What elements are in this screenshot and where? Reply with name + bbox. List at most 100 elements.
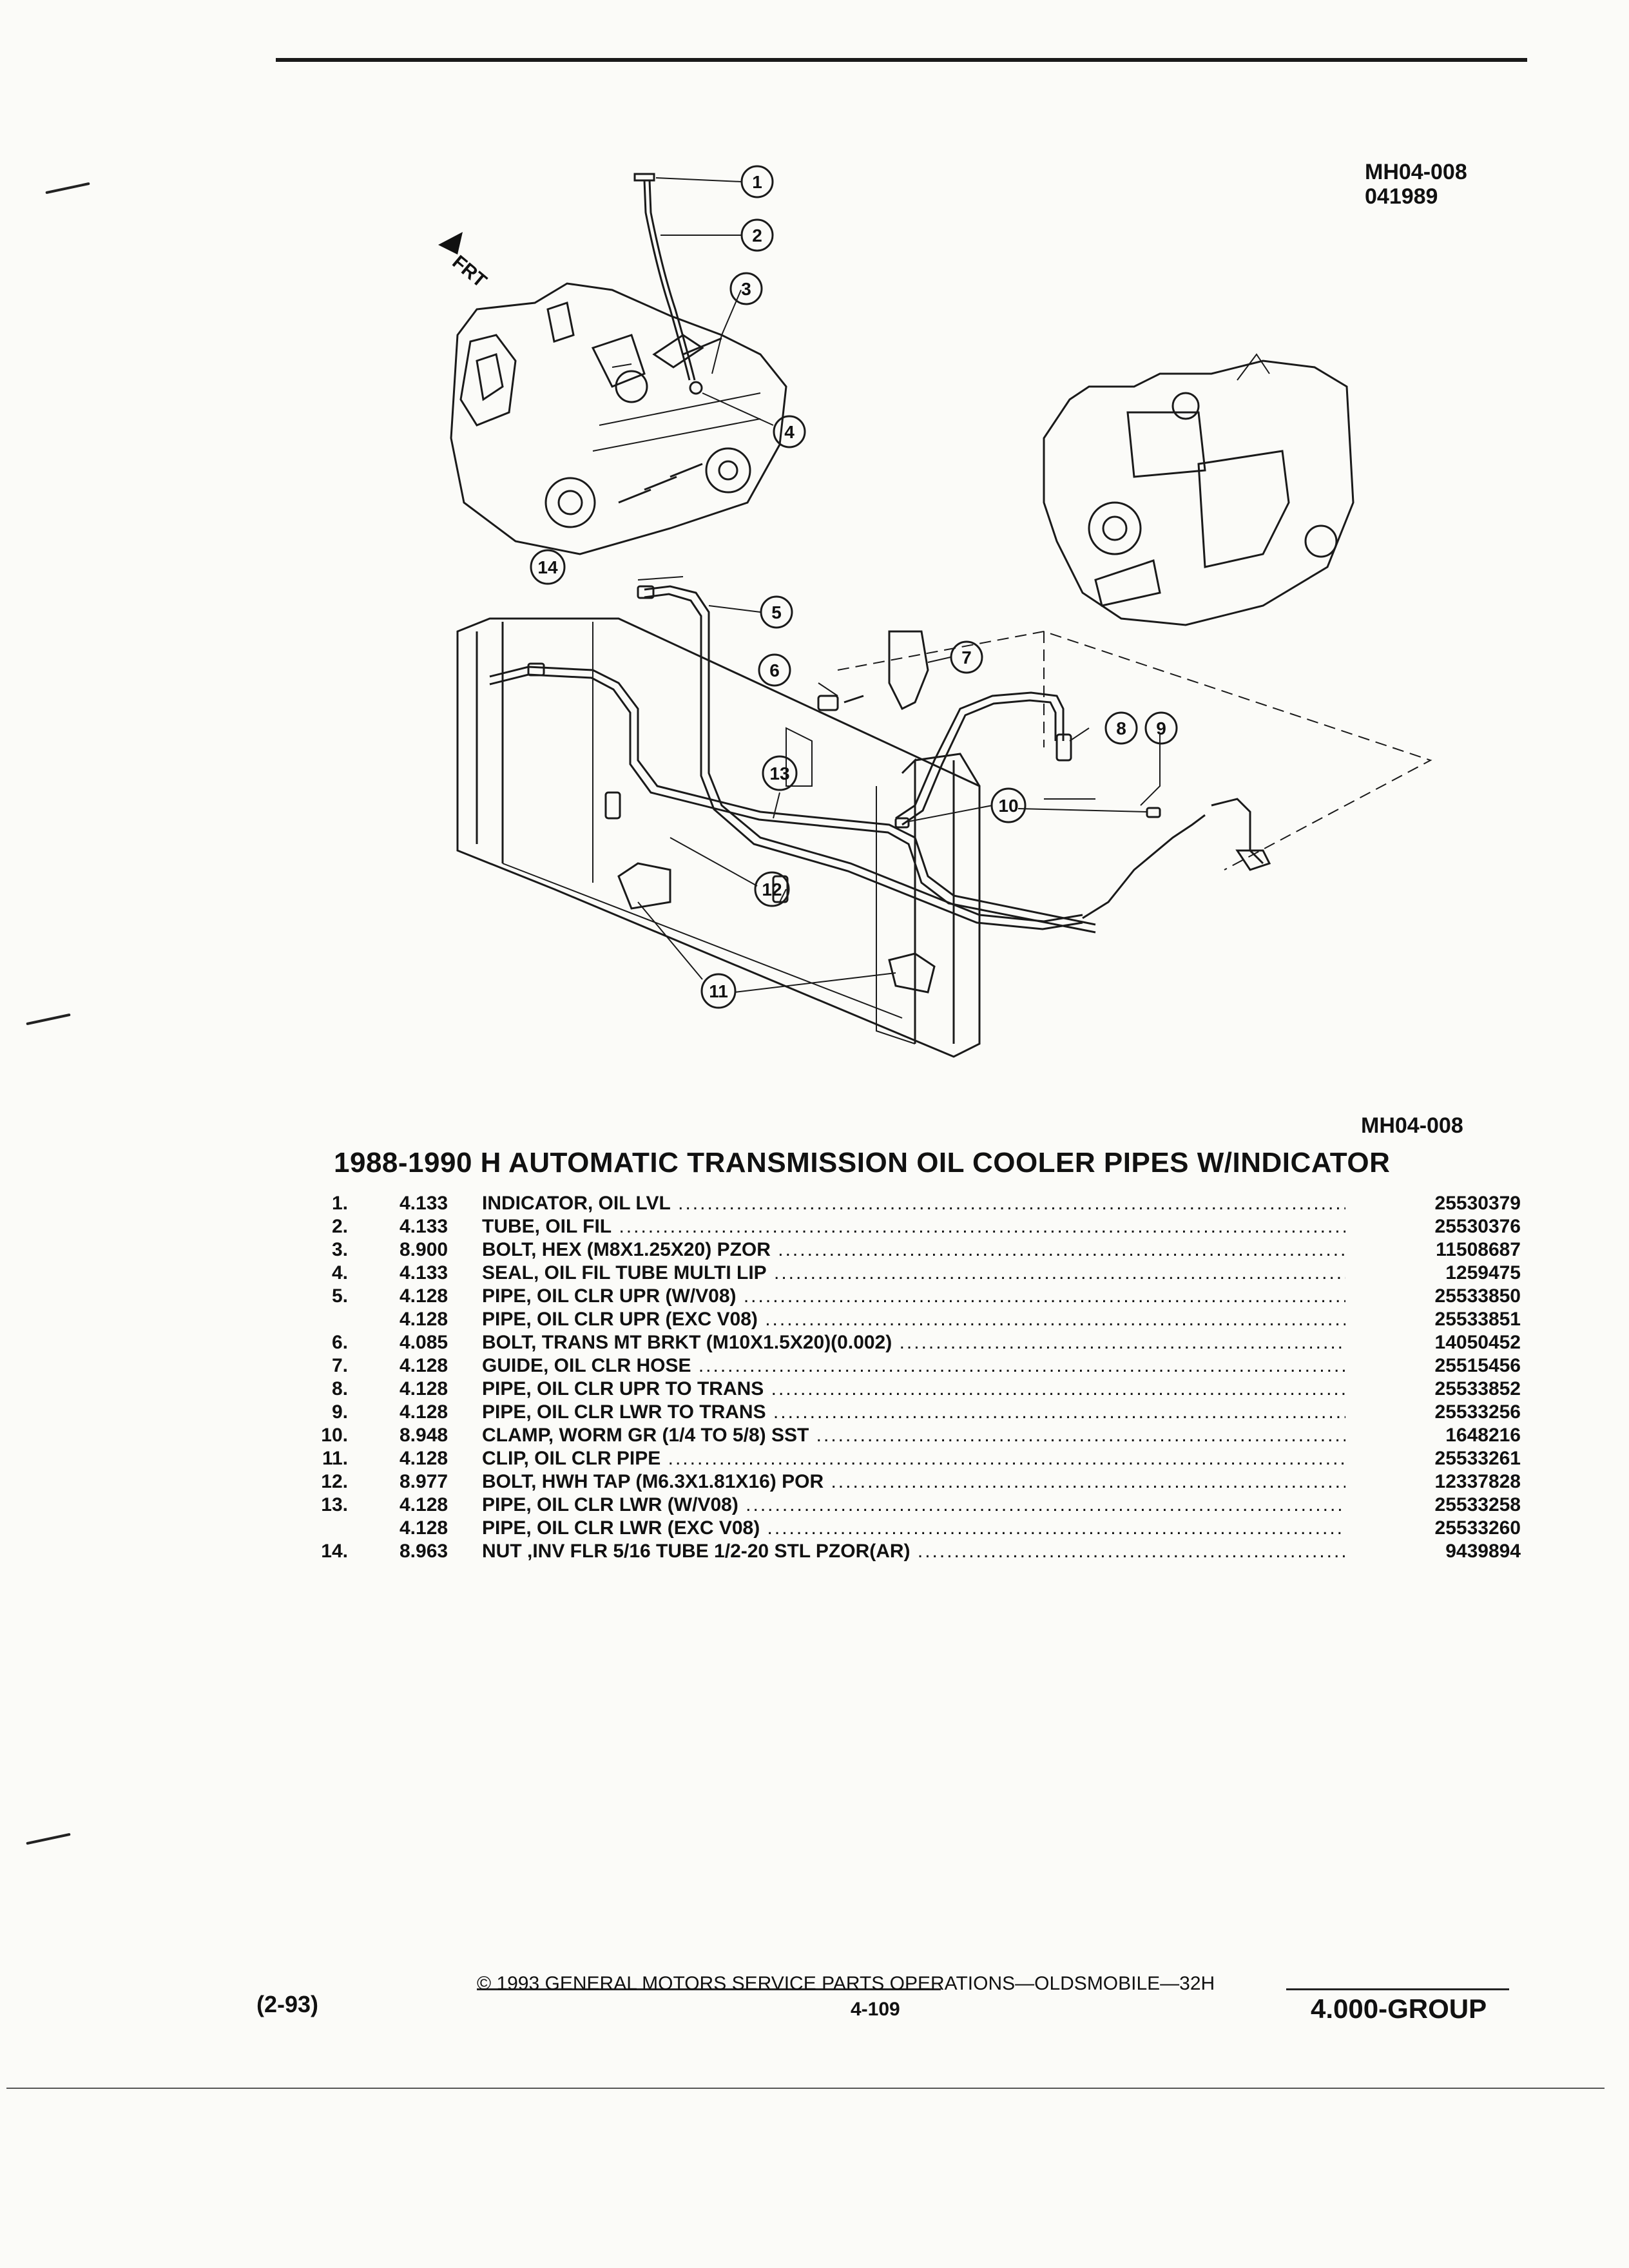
part-detail: , OIL CLR LWR (EXC V08) [526,1517,760,1539]
part-catalog-number: 25533256 [1434,1401,1521,1423]
part-row: 11. 4.128 CLIP, OIL CLR PIPE .............… [309,1447,1521,1470]
copyright-line: © 1993 GENERAL MOTORS SERVICE PARTS OPER… [477,1973,1215,1994]
revision-date: (2-93) [256,1991,319,2017]
part-catalog-number: 25533258 [1434,1494,1521,1515]
svg-text:4: 4 [784,422,795,442]
leader-dots: ........................................… [831,1471,1345,1492]
callout-12: 12 [754,871,790,907]
part-detail: ,INV FLR 5/16 TUBE 1/2-20 STL PZOR(AR) [521,1541,911,1562]
svg-text:7: 7 [961,648,972,668]
part-detail: , OIL CLR HOSE [543,1355,691,1376]
callout-markers: 1 2 3 4 5 6 7 8 9 10 11 12 13 14 [530,165,1178,1009]
group-number: 4.128 [400,1355,448,1376]
ref-code: MH04-008 [1365,160,1467,184]
group-number: 4.085 [400,1332,448,1353]
part-name: PIPE [482,1309,526,1330]
leader-dots: ........................................… [767,1517,1345,1539]
part-description: PIPE, OIL CLR UPR (EXC V08) ............… [482,1308,1345,1331]
group-number: 8.948 [400,1425,448,1446]
part-catalog-number: 25533851 [1434,1309,1521,1330]
exploded-view-diagram: FRT [438,165,1432,1058]
part-detail: , OIL LVL [587,1193,671,1214]
cooler-pipes [489,585,1271,934]
part-detail: , OIL CLR UPR (W/V08) [526,1285,737,1307]
callout-14: 14 [530,549,566,585]
front-label: FRT [448,251,491,292]
part-name: BOLT [482,1239,532,1260]
part-number: 7. [331,1355,348,1376]
front-arrow-icon: FRT [438,232,490,292]
part-description: BOLT, HEX (M8X1.25X20) PZOR ............… [482,1238,1345,1262]
part-description: PIPE, OIL CLR UPR TO TRANS .............… [482,1378,1345,1401]
part-number: 4. [331,1262,348,1283]
leader-dots: ........................................… [778,1239,1345,1260]
margin-mark [45,182,90,195]
part-name: TUBE [482,1216,535,1237]
part-detail: , OIL CLR PIPE [523,1448,661,1469]
part-name: CLIP [482,1448,524,1469]
part-row: 10. 8.948 CLAMP, WORM GR (1/4 TO 5/8) SST … [309,1424,1521,1447]
leader-dots: ........................................… [698,1355,1345,1376]
svg-text:12: 12 [762,879,782,899]
part-number: 11. [322,1448,348,1469]
radiator-drawing [456,617,981,1058]
leader-dots: ........................................… [774,1262,1345,1283]
part-catalog-number: 25533261 [1434,1448,1521,1469]
group-number: 8.900 [400,1239,448,1260]
part-name: BOLT [482,1332,532,1353]
callout-5: 5 [760,595,793,629]
part-number: 3. [331,1239,348,1260]
svg-text:11: 11 [709,981,728,1001]
svg-text:14: 14 [537,557,558,577]
part-name: PIPE [482,1401,526,1423]
callout-7: 7 [950,640,983,674]
part-detail: , HEX (M8X1.25X20) PZOR [531,1239,771,1260]
group-number: 8.977 [400,1471,448,1492]
callout-3: 3 [729,272,763,305]
group-number: 4.128 [400,1517,448,1539]
leader-lines [637,177,1432,993]
leader-dots: ........................................… [899,1332,1345,1353]
part-number: 2. [331,1216,348,1237]
part-catalog-number: 25533260 [1434,1517,1521,1539]
part-detail: , WORM GR (1/4 TO 5/8) SST [548,1425,809,1446]
part-description: CLAMP, WORM GR (1/4 TO 5/8) SST ........… [482,1424,1345,1447]
footer-rule [477,1988,941,1990]
group-number: 4.128 [400,1448,448,1469]
margin-mark [26,1013,71,1026]
leader-dots: ........................................… [917,1541,1345,1562]
transaxle-right-drawing [1043,353,1354,626]
part-number: 8. [331,1378,348,1399]
callout-1: 1 [740,165,774,198]
part-description: GUIDE, OIL CLR HOSE ....................… [482,1354,1345,1378]
callout-2: 2 [740,218,774,252]
part-detail: , OIL CLR UPR (EXC V08) [526,1309,758,1330]
part-catalog-number: 25530376 [1434,1216,1521,1237]
svg-text:9: 9 [1156,718,1166,738]
part-number: 9. [331,1401,348,1423]
part-description: PIPE, OIL CLR UPR (W/V08) ..............… [482,1285,1345,1308]
group-number: 4.128 [400,1309,448,1330]
part-detail: , OIL CLR LWR (W/V08) [526,1494,738,1515]
part-detail: , OIL FIL [534,1216,612,1237]
leader-dots: ........................................… [678,1193,1345,1214]
part-name: BOLT [482,1471,532,1492]
dipstick-and-tube [612,173,722,395]
part-catalog-number: 1648216 [1445,1425,1521,1446]
page-number: 4-109 [851,1999,900,2020]
part-description: BOLT, TRANS MT BRKT (M10X1.5X20)(0.002) … [482,1331,1345,1354]
part-number: 10. [321,1425,348,1446]
svg-text:6: 6 [769,660,780,680]
group-number: 4.133 [400,1216,448,1237]
leader-dots: ........................................… [668,1448,1345,1469]
leader-dots: ........................................… [765,1309,1345,1330]
part-catalog-number: 9439894 [1445,1541,1521,1562]
leader-dots: ........................................… [746,1494,1345,1515]
svg-text:3: 3 [741,279,751,299]
part-name: INDICATOR [482,1193,588,1214]
part-number: 1. [331,1193,348,1214]
